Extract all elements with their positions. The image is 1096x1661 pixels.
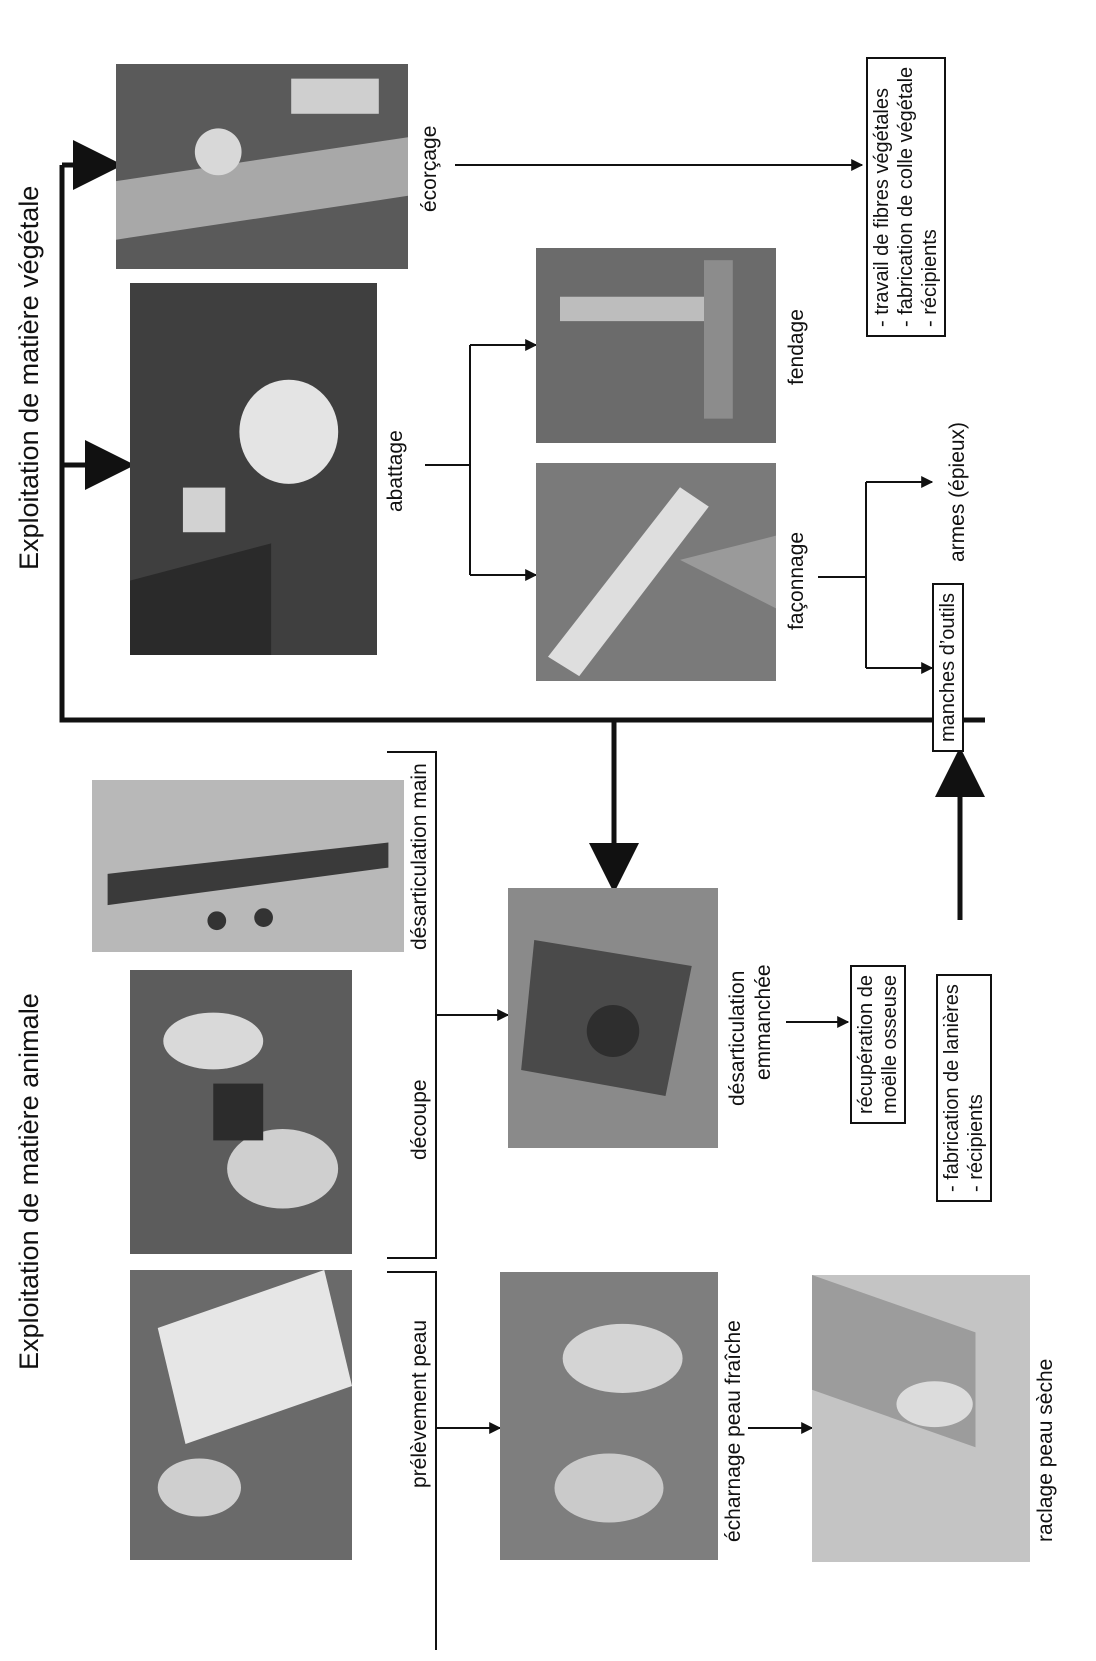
photo-raclage [812, 1275, 1030, 1562]
lanieres-line-2: - récipients [965, 1094, 987, 1192]
photo-echarnage [500, 1272, 718, 1560]
label-desarticulation-emmanchee-line2: emmanchée [752, 964, 775, 1080]
bracket-desarticulation-decoupe [387, 751, 437, 1259]
label-decoupe: découpe [408, 1079, 431, 1160]
title-animal: Exploitation de matière animale [14, 993, 44, 1370]
vegetal-product-line-3: - récipients [919, 229, 941, 327]
label-prelevement-peau: prélèvement peau [408, 1319, 431, 1488]
label-faconnage: façonnage [785, 531, 808, 630]
title-vegetal: Exploitation de matière végétale [14, 185, 44, 570]
moelle-line-2: moëlle osseuse [879, 975, 901, 1114]
label-echarnage: écharnage peau fraîche [722, 1320, 745, 1542]
label-ecorcage: écorçage [418, 125, 441, 212]
photo-ecorcage [116, 64, 408, 269]
main-bus-line [59, 165, 985, 723]
lanieres-line-1: - fabrication de lanières [941, 984, 963, 1192]
photo-desarticulation-main [92, 780, 404, 952]
box-vegetal-products: - travail de fibres végétales - fabricat… [866, 56, 946, 337]
photo-abattage [130, 283, 377, 655]
label-desarticulation-emmanchee-line1: désarticulation [726, 970, 749, 1106]
label-raclage: raclage peau sèche [1034, 1358, 1057, 1542]
bracket-prelevement [387, 1271, 437, 1650]
manches-outils-text: manches d’outils [937, 593, 959, 742]
label-fendage: fendage [785, 309, 808, 385]
faconnage-branch [818, 482, 867, 668]
photo-decoupe [130, 970, 352, 1254]
vegetal-product-line-2: - fabrication de colle végétale [895, 66, 917, 327]
label-armes: armes (épieux) [946, 421, 969, 562]
photo-fendage [536, 248, 776, 443]
photo-prelevement-peau [130, 1270, 352, 1560]
vegetal-product-line-1: - travail de fibres végétales [871, 87, 893, 327]
moelle-line-1: récupération de [855, 975, 877, 1114]
label-abattage: abattage [384, 430, 407, 512]
photo-desarticulation-emmanchee [508, 888, 718, 1148]
box-lanieres: - fabrication de lanières - récipients [936, 974, 992, 1202]
photo-faconnage [536, 463, 776, 681]
label-desarticulation-main: désarticulation main [408, 763, 431, 950]
box-moelle-osseuse: récupération de moëlle osseuse [850, 965, 906, 1124]
box-manches-outils: manches d’outils [932, 583, 964, 752]
abattage-branch [425, 345, 471, 575]
